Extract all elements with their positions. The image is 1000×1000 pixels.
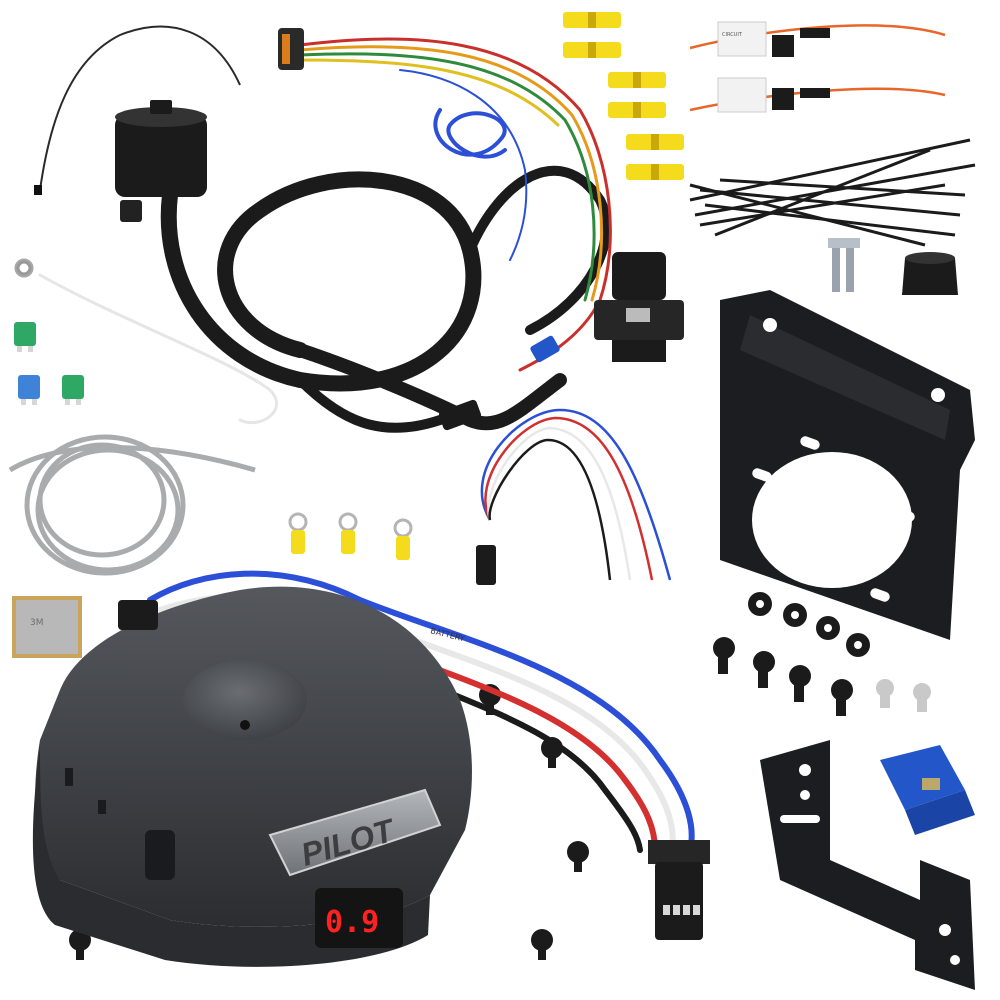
zip-ties <box>689 138 976 247</box>
probe-wire <box>34 25 241 195</box>
main-wiring-harness <box>14 37 612 433</box>
relay-module <box>115 100 207 222</box>
side-button <box>98 800 106 814</box>
pigtail-harness <box>476 408 672 585</box>
led-display: 0.9 <box>315 888 403 948</box>
seven-way-socket <box>594 252 684 362</box>
four-pin-plug <box>648 840 710 940</box>
mounting-clip <box>828 238 860 292</box>
blue-wire-tap-small <box>530 335 560 363</box>
ring-terminals-yellow <box>288 512 413 560</box>
harness-connector-end <box>438 399 482 431</box>
mounting-bracket-small <box>760 740 975 990</box>
ring-terminal <box>16 260 32 276</box>
adhesive-pad: 3M <box>12 596 82 658</box>
mounting-bracket-large <box>720 290 975 640</box>
display-readout: 0.9 <box>325 905 379 940</box>
nuts-and-screws <box>713 592 931 716</box>
rubber-grommet <box>902 252 958 295</box>
brake-controller: PILOT 0.9 <box>32 586 472 967</box>
gray-wire-coil <box>8 434 256 576</box>
side-button <box>65 768 73 786</box>
blade-fuses <box>14 322 84 405</box>
blue-wire-tap <box>880 745 975 835</box>
gain-wheel <box>145 830 175 880</box>
rear-connector <box>118 600 158 630</box>
fuse-tag-text: CIRCUIT <box>722 32 743 38</box>
inline-fuse-holders: CIRCUIT <box>689 21 946 113</box>
pad-print-text: 3M <box>30 618 44 628</box>
harness-plug <box>278 28 304 70</box>
butt-connectors <box>563 12 684 180</box>
